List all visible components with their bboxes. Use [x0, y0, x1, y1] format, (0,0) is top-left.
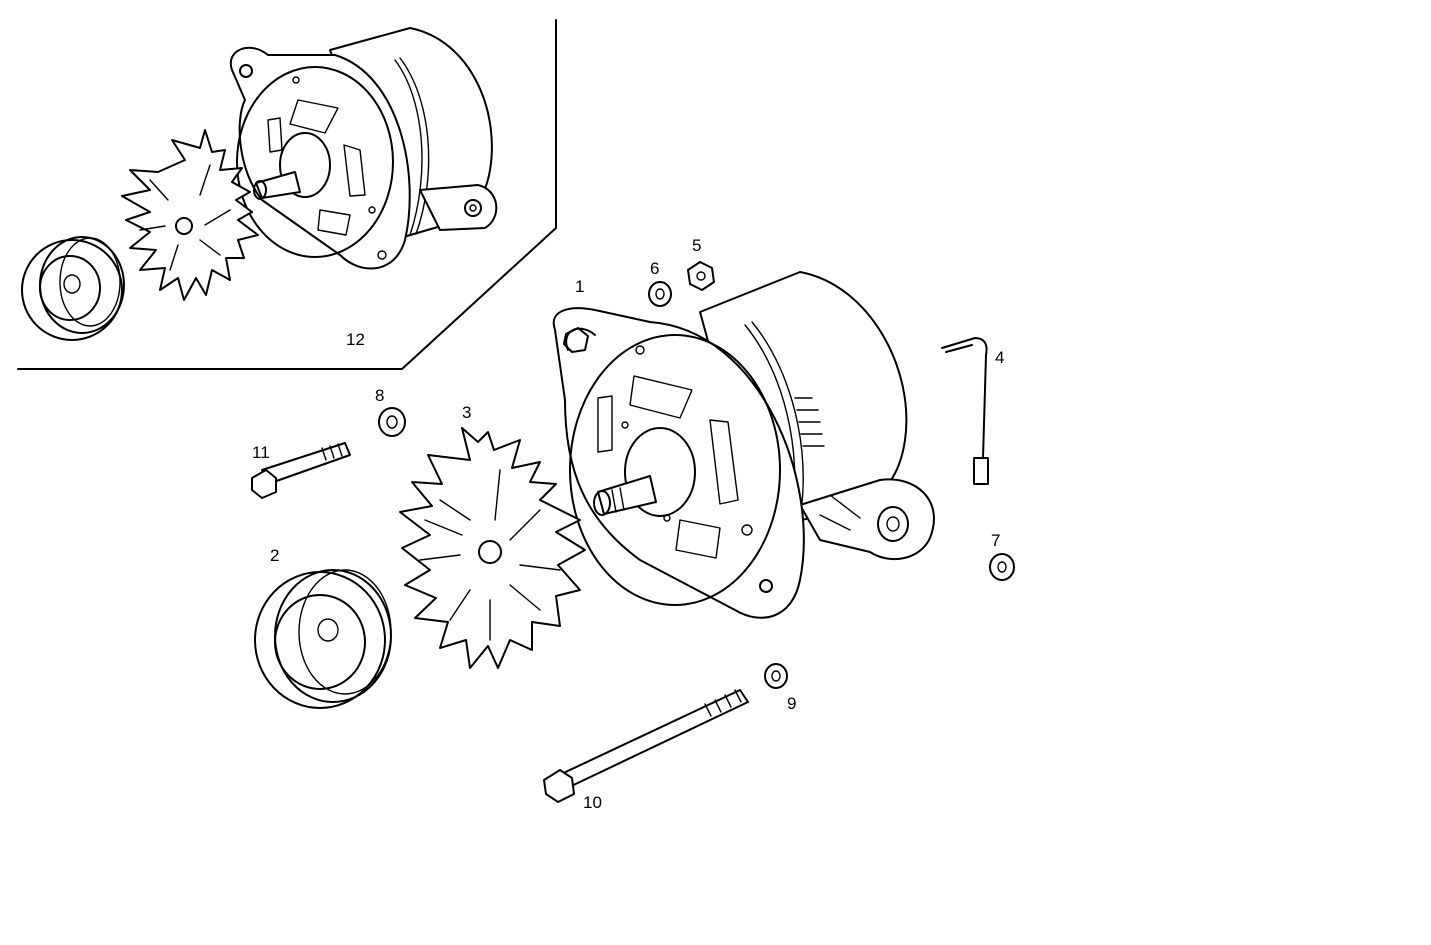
alternator-assembly [552, 271, 935, 619]
washer-6 [648, 281, 672, 307]
callout-6: 6 [650, 259, 659, 278]
nut [687, 261, 715, 291]
fan [399, 427, 586, 669]
callout-11: 11 [252, 443, 270, 462]
wire-lead [941, 337, 989, 485]
callout-9: 9 [787, 694, 796, 713]
callout-4: 4 [995, 348, 1004, 367]
callout-7: 7 [991, 531, 1000, 550]
callout-10: 10 [583, 793, 602, 812]
callout-3: 3 [462, 403, 471, 422]
inset-pulley [21, 236, 125, 341]
pulley [254, 569, 392, 709]
callout-12: 12 [346, 330, 365, 349]
inset-panel-border [17, 19, 557, 370]
callout-1: 1 [575, 277, 584, 296]
inset-fan [121, 129, 259, 301]
callout-8: 8 [375, 386, 384, 405]
callout-5: 5 [692, 236, 701, 255]
bolt-long [543, 689, 749, 803]
washer-7 [989, 553, 1015, 581]
callout-2: 2 [270, 546, 279, 565]
washer-8 [378, 407, 406, 437]
washer-9 [764, 663, 788, 689]
bolt-short [251, 442, 351, 499]
inset-alternator [229, 27, 498, 270]
